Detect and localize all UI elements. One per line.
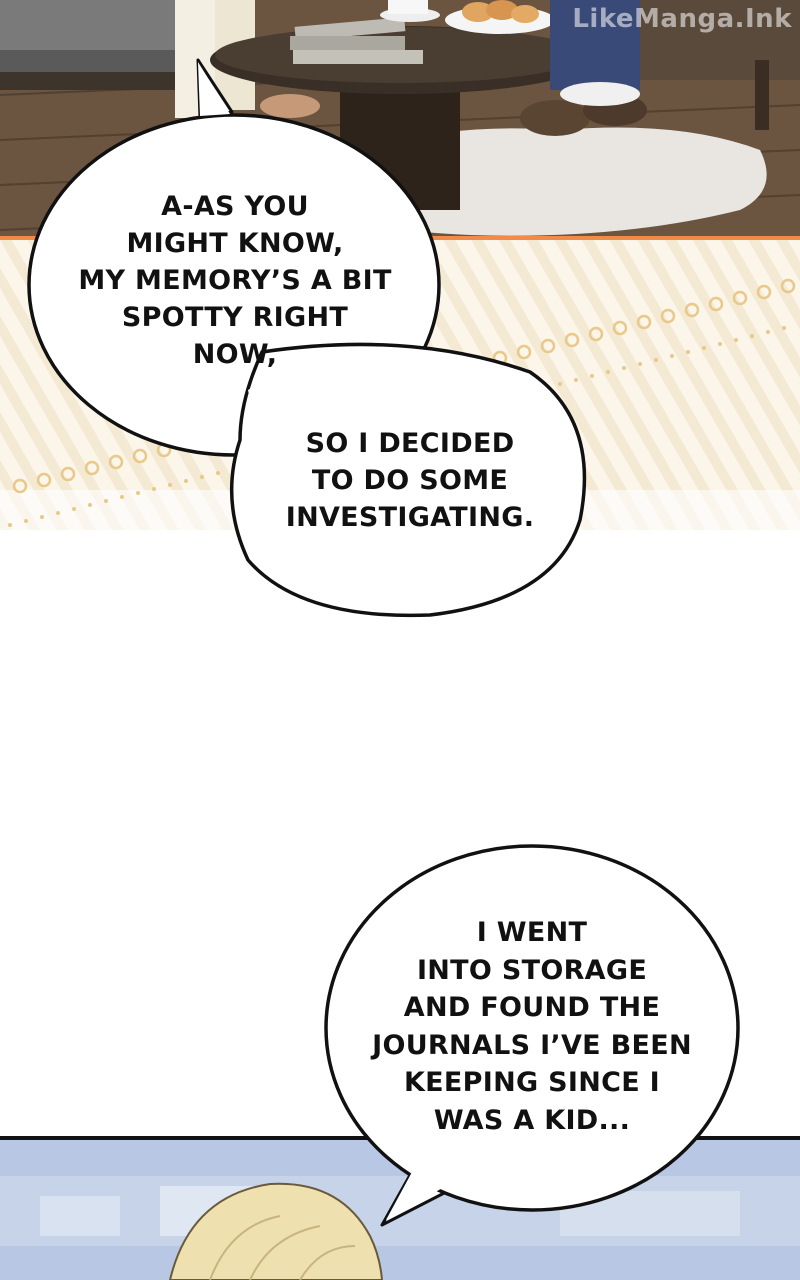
speech-bubble-investigate [229,342,587,618]
speech-bubble-journals [324,844,740,1227]
bubble-text-journals: I WENT INTO STORAGE AND FOUND THE JOURNA… [372,917,692,1136]
watermark: LikeManga.Ink [572,4,792,34]
bubble-text-memory: A-AS YOU MIGHT KNOW, MY MEMORY’S A BIT S… [78,191,392,370]
bubble-text-investigate: SO I DECIDED TO DO SOME INVESTIGATING. [285,428,535,533]
